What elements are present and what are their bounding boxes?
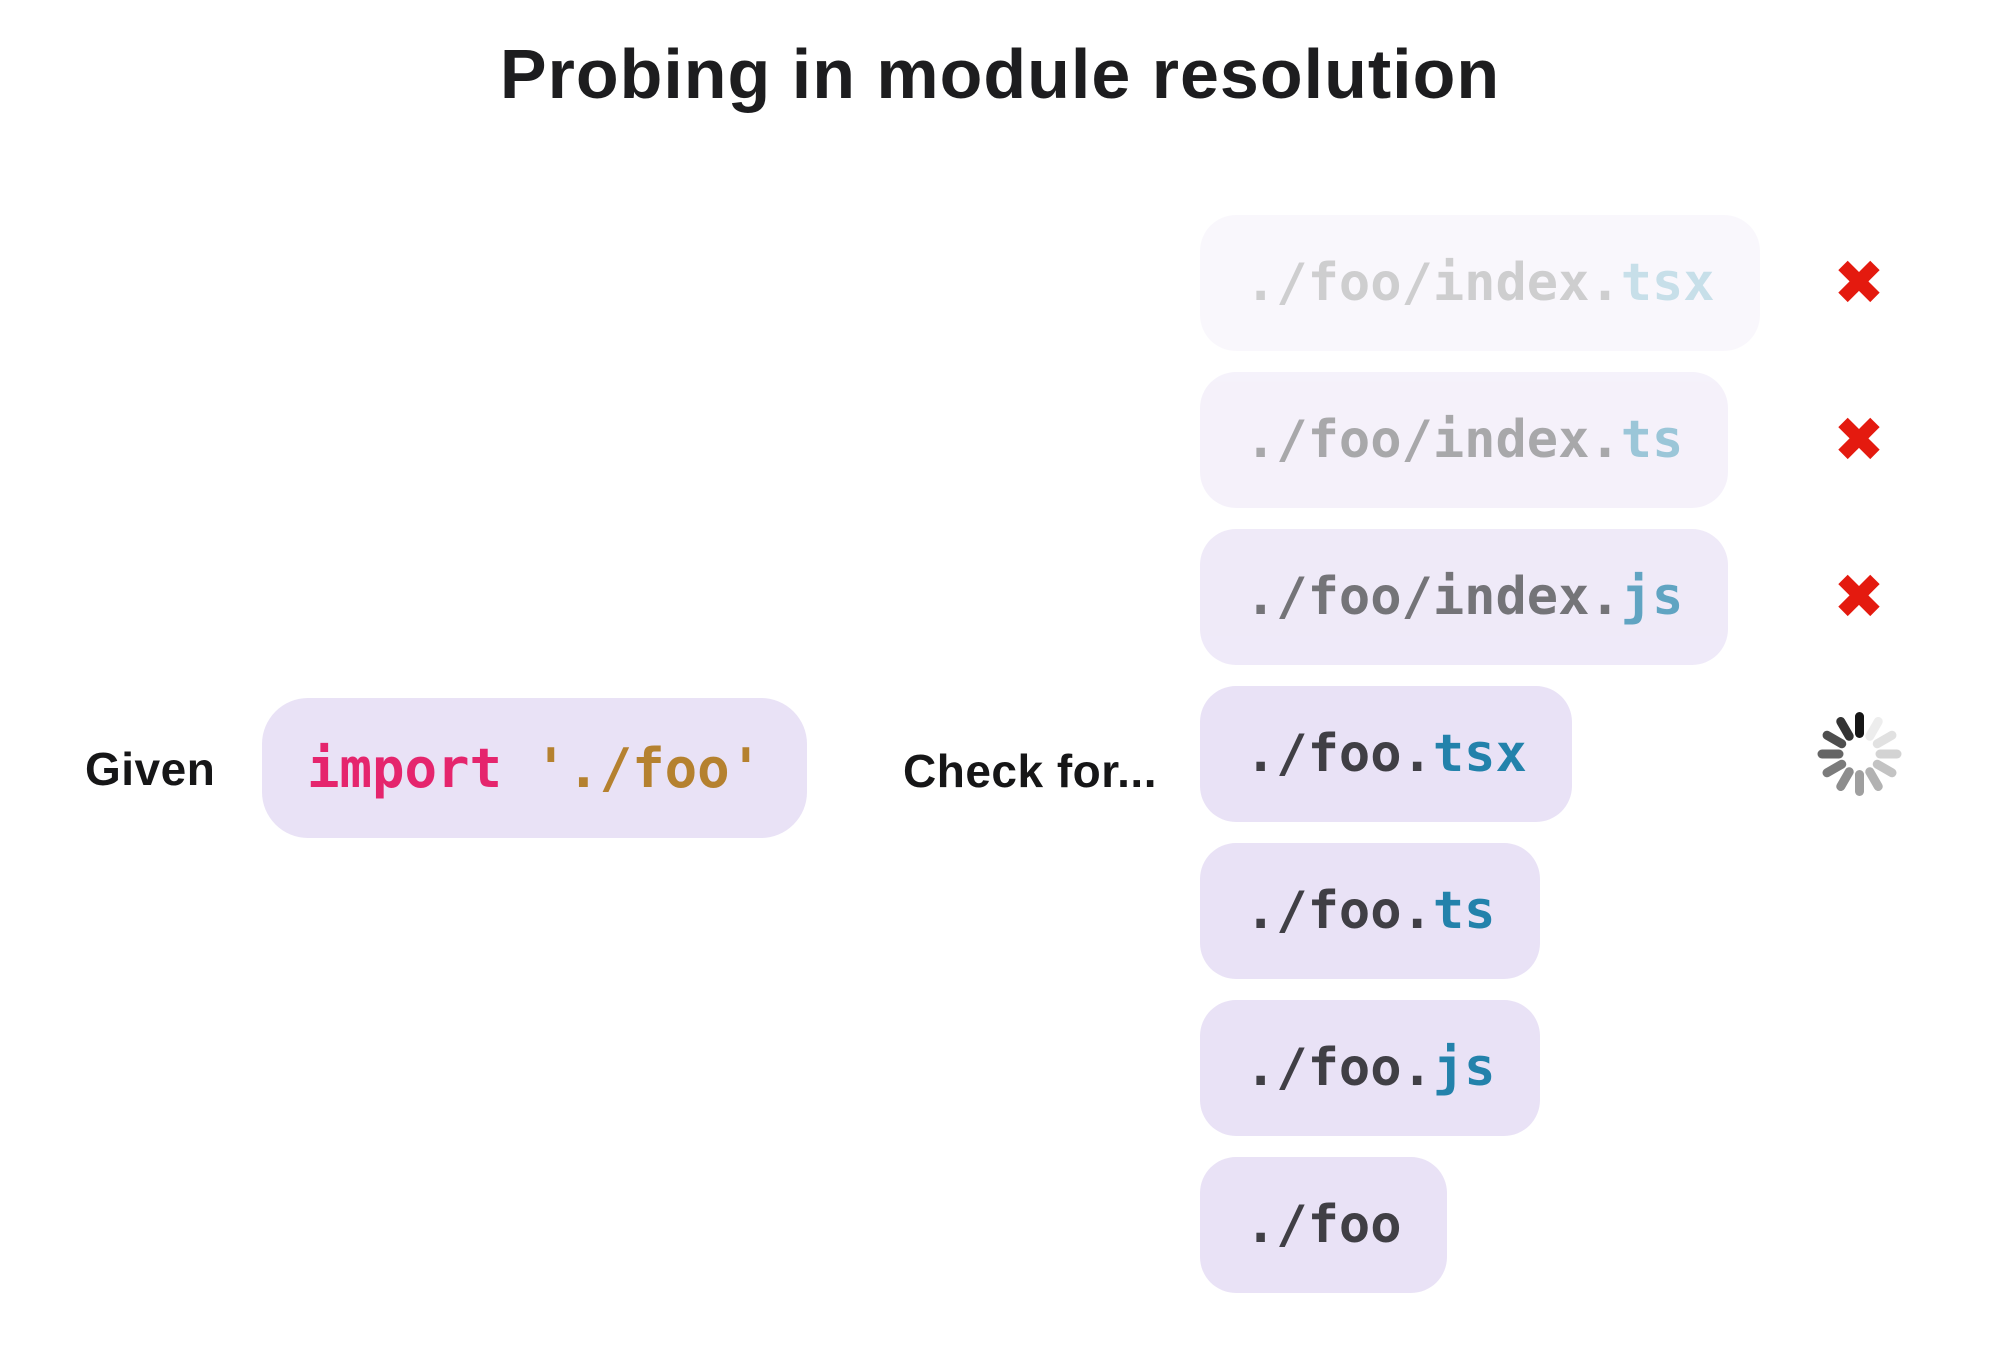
check-for-label: Check for...: [903, 745, 1157, 797]
candidate-path-extension: js: [1620, 567, 1684, 627]
candidate-row: ./foo.tsx: [1200, 686, 1980, 822]
spinner-spoke: [1875, 749, 1901, 759]
candidate-status-cell: [1794, 1000, 1924, 1136]
diagram-title: Probing in module resolution: [499, 35, 1501, 113]
candidate-path-extension: ts: [1432, 881, 1496, 941]
candidate-path-chip: ./foo: [1200, 1157, 1447, 1293]
candidate-path-chip: ./foo/index.tsx: [1200, 215, 1760, 351]
candidate-status-cell: [1794, 843, 1924, 979]
candidate-row: ./foo/index.ts ✖: [1200, 372, 1980, 508]
spinner-spoke: [1854, 770, 1864, 796]
candidate-list: ./foo/index.tsx ✖ ./foo/index.ts ✖ ./foo…: [1200, 215, 1980, 1293]
candidate-path-base: ./foo.: [1245, 881, 1433, 941]
spinner-spoke: [1817, 749, 1843, 759]
candidate-status-cell: [1794, 1157, 1924, 1293]
candidate-path-chip: ./foo/index.js: [1200, 529, 1729, 665]
given-label: Given: [85, 743, 216, 795]
candidate-path-chip: ./foo.js: [1200, 1000, 1541, 1136]
candidate-path-chip: ./foo/index.ts: [1200, 372, 1729, 508]
candidate-path-base: ./foo/index.: [1245, 410, 1621, 470]
import-statement-chip: import './foo': [262, 698, 808, 838]
failure-x-icon: ✖: [1833, 403, 1885, 476]
candidate-path-extension: tsx: [1432, 724, 1527, 784]
candidate-row: ./foo: [1200, 1157, 1980, 1293]
candidate-path-base: ./foo: [1245, 1195, 1402, 1255]
candidate-path-base: ./foo/index.: [1245, 567, 1621, 627]
failure-x-icon: ✖: [1833, 560, 1885, 633]
candidate-path-chip: ./foo.tsx: [1200, 686, 1572, 822]
candidate-path-extension: tsx: [1620, 253, 1715, 313]
failure-x-icon: ✖: [1833, 246, 1885, 319]
candidate-status-cell: ✖: [1794, 529, 1924, 665]
candidate-path-chip: ./foo.ts: [1200, 843, 1541, 979]
import-keyword: import: [307, 736, 503, 800]
candidate-path-extension: ts: [1620, 410, 1684, 470]
candidate-path-base: ./foo.: [1245, 1038, 1433, 1098]
candidate-status-cell: [1794, 686, 1924, 822]
loading-spinner-icon: [1814, 709, 1904, 799]
candidate-row: ./foo.js: [1200, 1000, 1980, 1136]
candidate-row: ./foo/index.tsx ✖: [1200, 215, 1980, 351]
candidate-path-base: ./foo.: [1245, 724, 1433, 784]
candidate-path-extension: js: [1432, 1038, 1496, 1098]
spinner-spoke: [1854, 712, 1864, 738]
module-specifier-string: './foo': [502, 736, 763, 800]
candidate-row: ./foo.ts: [1200, 843, 1980, 979]
candidate-path-base: ./foo/index.: [1245, 253, 1621, 313]
candidate-status-cell: ✖: [1794, 215, 1924, 351]
candidate-row: ./foo/index.js ✖: [1200, 529, 1980, 665]
candidate-status-cell: ✖: [1794, 372, 1924, 508]
